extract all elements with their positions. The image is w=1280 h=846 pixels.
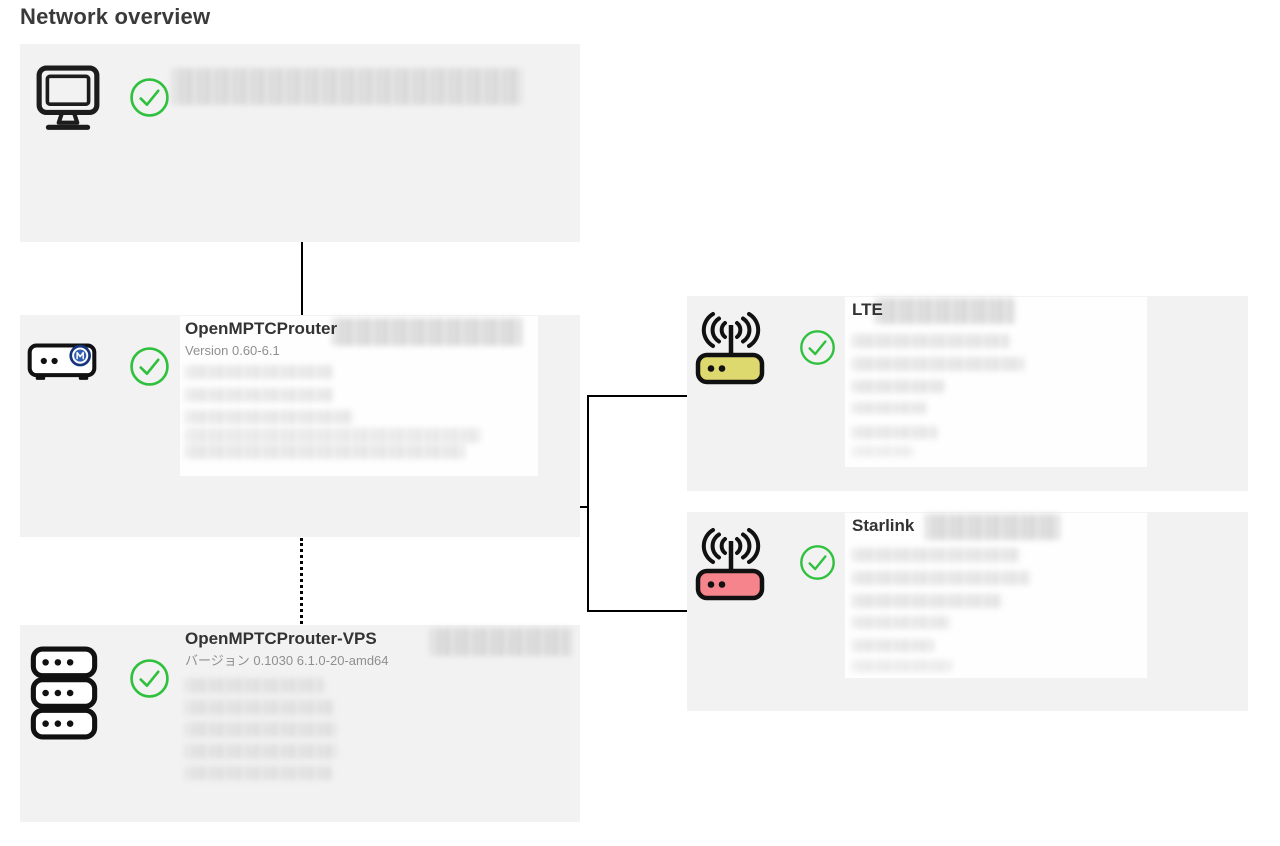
redacted-text bbox=[852, 548, 1020, 562]
redacted-text bbox=[852, 426, 938, 439]
redacted-text bbox=[185, 410, 353, 424]
node-version-openmptcprouter: Version 0.60-6.1 bbox=[185, 343, 280, 358]
node-card-vps: OpenMPTCProuter-VPS バージョン 0.1030 6.1.0-2… bbox=[20, 625, 580, 822]
connector-router-to-wans bbox=[580, 506, 589, 508]
wifi-router-icon bbox=[695, 519, 765, 601]
redacted-text bbox=[852, 402, 926, 414]
node-card-lte: LTE bbox=[687, 296, 1248, 491]
status-ok-icon bbox=[129, 77, 170, 118]
status-ok-icon bbox=[799, 329, 836, 366]
redacted-block bbox=[20, 315, 580, 537]
redacted-block bbox=[687, 512, 1248, 711]
wifi-router-icon bbox=[695, 303, 765, 385]
server-stack-icon bbox=[30, 646, 98, 740]
connector-pc-to-router bbox=[301, 242, 303, 315]
status-ok-icon bbox=[129, 658, 170, 699]
redacted-text bbox=[852, 334, 1010, 348]
redacted-text bbox=[430, 628, 572, 656]
redacted-text bbox=[852, 616, 950, 629]
redacted-text bbox=[852, 380, 944, 393]
redacted-text bbox=[185, 678, 325, 693]
redacted-text bbox=[852, 660, 952, 672]
redacted-block bbox=[20, 625, 580, 822]
node-title-starlink: Starlink bbox=[852, 516, 915, 535]
redacted-text bbox=[852, 357, 1024, 371]
redacted-block bbox=[687, 296, 1248, 491]
connector-router-to-vps bbox=[300, 538, 303, 624]
redacted-text bbox=[185, 700, 335, 715]
redacted-text bbox=[852, 571, 1030, 585]
connector-to-starlink bbox=[587, 610, 687, 612]
status-ok-icon bbox=[799, 544, 836, 581]
node-version-vps: バージョン 0.1030 6.1.0-20-amd64 bbox=[185, 653, 389, 668]
redacted-text bbox=[852, 446, 914, 457]
redacted-block bbox=[20, 44, 580, 242]
redacted-text bbox=[332, 318, 522, 346]
redacted-text bbox=[925, 514, 1060, 540]
router-box-icon bbox=[27, 338, 97, 384]
desktop-computer-icon bbox=[28, 65, 108, 133]
connector-to-lte bbox=[587, 395, 687, 397]
node-card-openmptcprouter: OpenMPTCProuter Version 0.60-6.1 bbox=[20, 315, 580, 537]
redacted-text bbox=[852, 639, 934, 652]
node-card-starlink: Starlink bbox=[687, 512, 1248, 711]
node-title-openmptcprouter: OpenMPTCProuter bbox=[185, 319, 338, 338]
redacted-text bbox=[185, 388, 333, 402]
redacted-text bbox=[185, 428, 481, 443]
redacted-text bbox=[185, 766, 332, 780]
redacted-text bbox=[185, 744, 337, 759]
redacted-text bbox=[185, 365, 333, 379]
redacted-text bbox=[875, 298, 1015, 324]
node-title-lte: LTE bbox=[852, 300, 883, 319]
connector-wan-bracket bbox=[587, 395, 589, 612]
redacted-text bbox=[185, 444, 465, 459]
redacted-text bbox=[185, 722, 337, 737]
redacted-text bbox=[852, 594, 1002, 608]
node-card-pc bbox=[20, 44, 580, 242]
redacted-text bbox=[172, 68, 522, 105]
node-title-vps: OpenMPTCProuter-VPS bbox=[185, 629, 377, 648]
page-title: Network overview bbox=[20, 4, 211, 29]
status-ok-icon bbox=[129, 346, 170, 387]
